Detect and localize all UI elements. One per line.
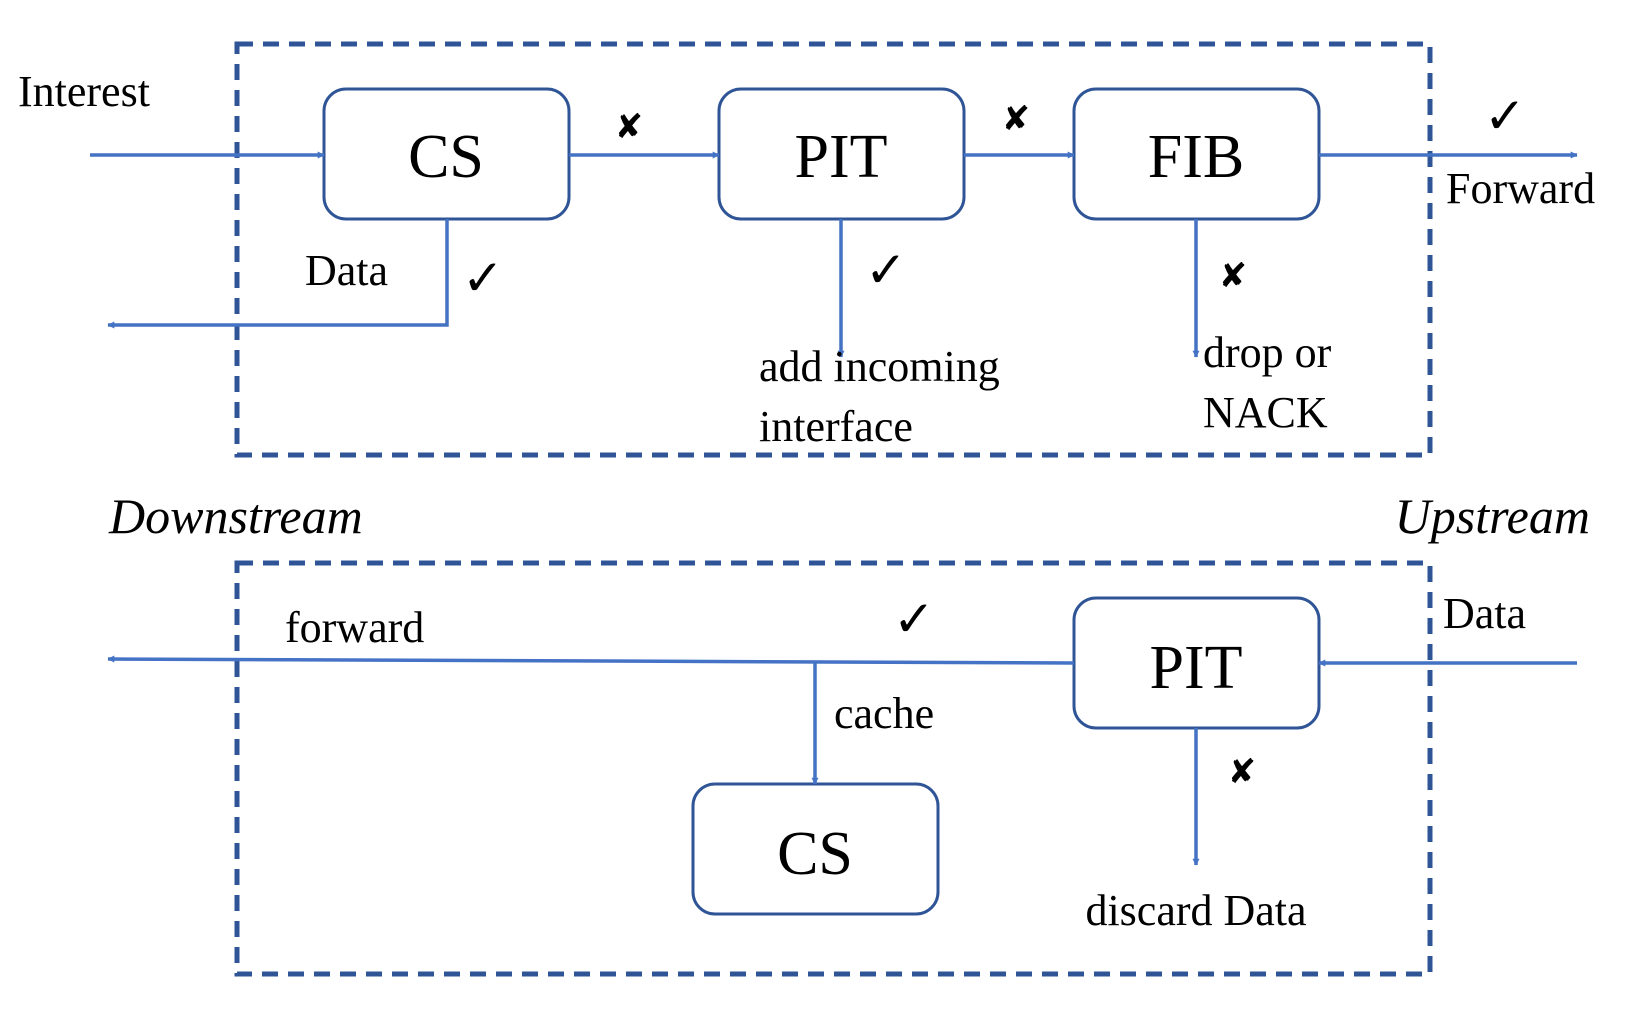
data-forward-label: forward — [285, 603, 424, 652]
data-cs-label: CS — [777, 820, 853, 888]
interest-panel-frame — [234, 41, 1433, 458]
data-pit-miss-cross-icon: ✘ — [1228, 752, 1257, 792]
cs-miss-cross-icon: ✘ — [615, 107, 644, 147]
pit-new-check-icon: ✓ — [865, 241, 907, 299]
data-forward-arrow — [107, 655, 1075, 665]
discard-label: discard Data — [1085, 886, 1306, 935]
cache-label: cache — [834, 689, 934, 738]
data-input-label: Data — [1443, 589, 1526, 638]
fib-hit-check-icon: ✓ — [1484, 87, 1526, 145]
data-pit-hit-check-icon: ✓ — [893, 590, 935, 648]
pit-result-label-line2: interface — [759, 402, 913, 451]
fib-miss-cross-icon: ✘ — [1219, 256, 1248, 296]
fib-fail-label-line2: NACK — [1203, 388, 1328, 437]
fib-fail-label-line1: drop or — [1203, 328, 1332, 377]
cs-data-return-arrow — [107, 219, 449, 329]
cs-hit-check-icon: ✓ — [462, 249, 504, 307]
pit-miss-cross-icon: ✘ — [1002, 99, 1031, 139]
downstream-label: Downstream — [108, 488, 363, 544]
upstream-label: Upstream — [1395, 488, 1590, 544]
pit-result-label-line1: add incoming — [759, 342, 1000, 391]
interest-input-label: Interest — [18, 67, 150, 116]
interest-fib-label: FIB — [1148, 123, 1244, 191]
forward-output-label: Forward — [1446, 164, 1595, 213]
interest-pit-label: PIT — [795, 123, 888, 191]
cs-data-label: Data — [305, 246, 388, 295]
data-pit-label: PIT — [1150, 634, 1243, 702]
data-panel-frame — [234, 560, 1433, 977]
interest-cs-label: CS — [408, 123, 484, 191]
